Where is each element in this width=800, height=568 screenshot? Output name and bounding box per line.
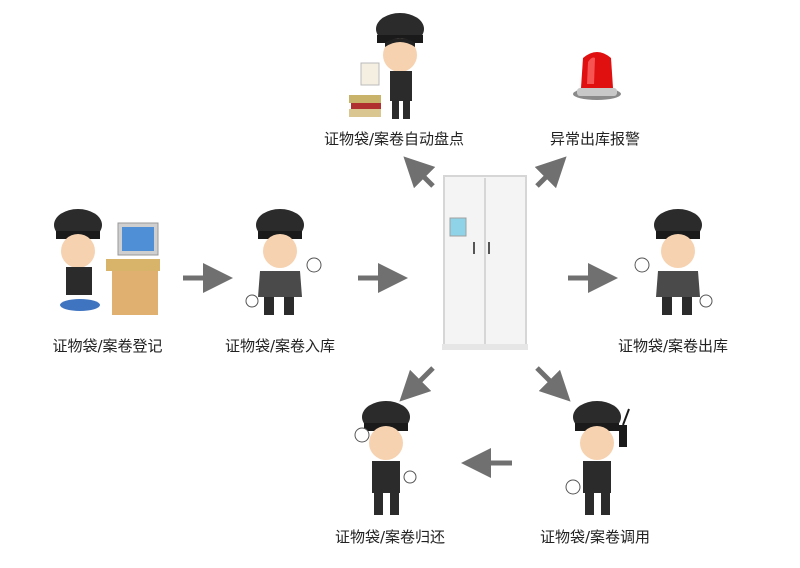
- arrow-cabinet-to-return: [399, 366, 435, 402]
- officer-at-computer-icon: [54, 209, 160, 315]
- inventory-label: 证物袋/案卷自动盘点: [323, 130, 465, 148]
- red-siren-icon: [573, 52, 621, 100]
- officer-pointing-icon: [634, 209, 713, 315]
- alarm-label: 异常出库报警: [549, 130, 640, 148]
- return-label: 证物袋/案卷归还: [334, 528, 446, 546]
- smart-evidence-cabinet-icon: [442, 175, 528, 350]
- officer-with-papers-icon: [349, 13, 424, 119]
- retrieve-label: 证物袋/案卷调用: [539, 528, 651, 546]
- arrow-cabinet-to-alarm: [534, 156, 567, 189]
- register-label: 证物袋/案卷登记: [52, 337, 163, 355]
- storage-out-label: 证物袋/案卷出库: [617, 337, 729, 355]
- officer-with-radio-icon: [565, 401, 630, 515]
- officer-pointing-icon: [245, 209, 322, 315]
- arrow-cabinet-to-retrieve: [535, 366, 571, 402]
- arrow-cabinet-to-inventory: [403, 156, 436, 189]
- storage-in-label: 证物袋/案卷入库: [224, 337, 336, 355]
- officer-saluting-icon: [354, 401, 417, 515]
